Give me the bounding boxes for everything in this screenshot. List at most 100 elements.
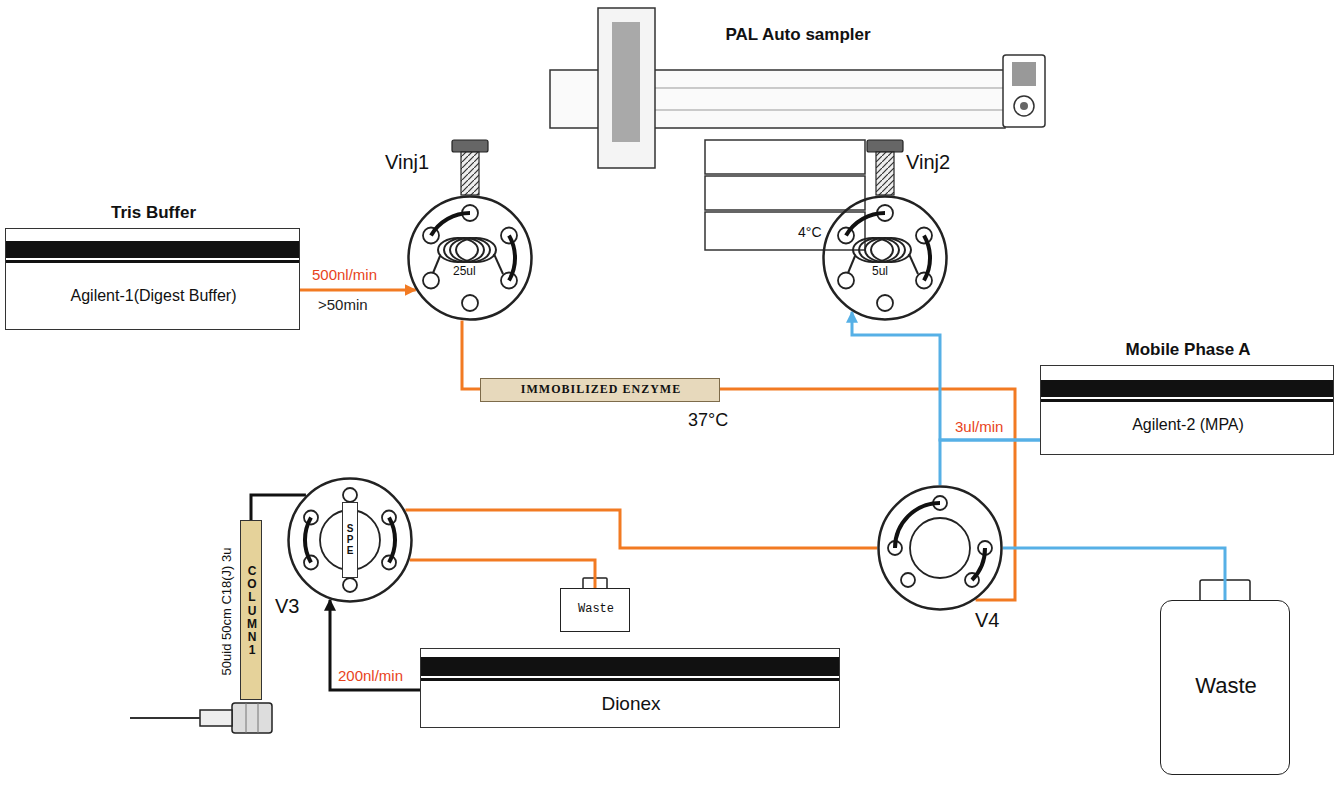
nano-emitter [258, 703, 259, 733]
pump-band-stripe [6, 258, 299, 260]
autosampler-drawing [1003, 55, 1045, 127]
autosampler-drawing [705, 212, 865, 250]
sample-loop-coil [909, 254, 918, 274]
flow-rate: 3ul/min [955, 418, 1003, 435]
valve-outline [877, 485, 1003, 611]
flow-line [852, 312, 1040, 440]
autosampler-drawing [705, 140, 865, 174]
sample-loop-coil [433, 256, 440, 273]
column-spec: 50uid 50cm C18(J) 3u [220, 547, 235, 675]
nano-emitter [130, 717, 200, 719]
flow-line [300, 289, 416, 292]
valve-channel [431, 213, 930, 281]
valve-channel [924, 236, 930, 281]
nano-emitter [200, 710, 232, 726]
pump-box: Mobile Phase AAgilent-2 (MPA) [1040, 365, 1334, 455]
pump-band [421, 657, 839, 681]
switching-valve-drawing [343, 488, 357, 502]
pump-box: Tris BufferAgilent-1(Digest Buffer) [5, 228, 300, 330]
switching-valve-drawing [304, 488, 992, 592]
valve-outline [407, 195, 533, 321]
autosampler: PAL Auto sampler4°C [548, 5, 1048, 255]
valve-channel [431, 213, 470, 236]
valve-channel [846, 213, 885, 236]
valve-outline [822, 195, 948, 321]
autosampler-drawing [1014, 96, 1034, 116]
injection-valve-ports [877, 295, 893, 311]
pump-band-stripe [1041, 397, 1333, 399]
switching-valve-drawing [343, 578, 357, 592]
bottle-neck [583, 578, 1250, 602]
sample-loop-coil [433, 238, 918, 274]
sample-loop-coil [848, 256, 855, 273]
sample-loop-coil [871, 238, 911, 262]
injection-valve-ports [423, 205, 932, 311]
injection-valve-ports [462, 295, 478, 311]
autosampler-drawing [550, 8, 1045, 250]
pump-title: Tris Buffer [6, 203, 301, 223]
switching-valve-drawing [901, 573, 915, 587]
valve-knob [452, 140, 488, 152]
lc-column: COLUMN 150uid 50cm C18(J) 3u [240, 520, 262, 700]
pump-name: Dionex [421, 693, 841, 715]
time-note: >50min [318, 296, 368, 313]
device-title: PAL Auto sampler [698, 25, 898, 45]
injection-valve: Vinj25ul [822, 195, 948, 321]
switching-valve: V3SPE [287, 477, 413, 603]
autosampler-drawing [705, 176, 865, 210]
bottle-label: Waste [561, 603, 631, 617]
injection-valve-ports [423, 273, 439, 289]
spe-label: SPE [345, 523, 355, 556]
valve-name: V3 [275, 595, 315, 618]
nano-emitter [232, 703, 272, 733]
injection-valve: Vinj125ul [407, 195, 533, 321]
valve-knob [867, 140, 903, 152]
waste-bottle: Waste [560, 588, 630, 632]
reactor-label: IMMOBILIZED ENZYME [481, 383, 721, 397]
pump-name: Agilent-2 (MPA) [1041, 416, 1334, 434]
valve-outline [289, 479, 412, 602]
spe-cartridge: SPE [342, 502, 358, 578]
valve-outline [409, 197, 532, 320]
valve-outline [824, 197, 947, 320]
flow-line [462, 321, 480, 390]
switching-valve-drawing [305, 518, 311, 563]
autosampler-drawing [1020, 102, 1028, 110]
valve-channel [509, 236, 515, 281]
valve-knob [452, 140, 903, 195]
nano-emitter [130, 703, 272, 733]
switching-valve-drawing [910, 518, 970, 578]
valve-name: V4 [975, 609, 1015, 632]
loop-volume: 5ul [872, 265, 912, 279]
pump-box: Dionex [420, 648, 840, 728]
injection-valve-ports [838, 273, 854, 289]
flow-rate: 200nl/min [338, 667, 403, 684]
flow-line [330, 600, 420, 690]
flow-rate: 500nl/min [312, 266, 377, 283]
loop-volume: 25ul [453, 265, 493, 279]
switching-valve-drawing [895, 503, 940, 548]
sample-loop-coil [494, 254, 503, 274]
nano-emitter [246, 703, 247, 733]
autosampler-drawing [655, 88, 1003, 89]
autosampler-drawing [655, 110, 1003, 111]
valve-name: Vinj2 [906, 151, 966, 174]
flow-line [405, 510, 877, 548]
valve-outline [879, 487, 1002, 610]
pump-title: Mobile Phase A [1041, 340, 1334, 360]
pump-band [1041, 380, 1333, 402]
autosampler-drawing [598, 8, 655, 168]
valve-knob [876, 152, 894, 195]
pump-band [6, 241, 299, 263]
pump-band-stripe [421, 676, 839, 678]
pump-name: Agilent-1(Digest Buffer) [6, 287, 301, 305]
switching-valve-drawing [389, 518, 395, 563]
valve-name: Vinj1 [385, 151, 445, 174]
enzyme-reactor: IMMOBILIZED ENZYME [480, 378, 720, 402]
flow-line [410, 560, 595, 588]
autosampler-drawing [612, 22, 640, 142]
bottle-label: Waste [1161, 673, 1291, 698]
column-label: COLUMN 1 [246, 565, 258, 657]
switching-valve: V4 [877, 485, 1003, 611]
